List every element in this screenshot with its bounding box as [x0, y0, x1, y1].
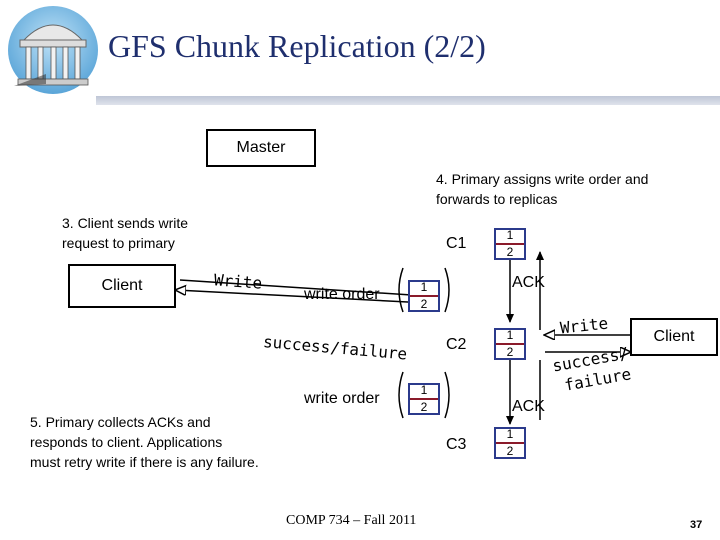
write-left-label: Write	[213, 270, 263, 293]
footer: COMP 734 – Fall 2011	[286, 513, 417, 528]
master-label: Master	[236, 139, 286, 156]
client-right-box: Client	[630, 318, 718, 356]
slide-title: GFS Chunk Replication (2/2)	[108, 28, 486, 64]
write-order-label-1: write order	[304, 286, 380, 303]
master-box: Master	[206, 129, 316, 167]
c3-label: C3	[446, 436, 467, 453]
c2-label: C2	[446, 336, 467, 353]
success-arrow-left	[176, 290, 428, 304]
write-arrow-left	[179, 279, 427, 296]
ack-label-1: ACK	[512, 274, 545, 291]
client-right-label: Client	[653, 328, 695, 345]
title-divider	[96, 96, 720, 105]
client-left-box: Client	[68, 264, 176, 308]
ack-label-2: ACK	[512, 398, 545, 415]
c1-label: C1	[446, 235, 467, 252]
write-order-label-2: write order	[304, 390, 380, 407]
columned-pavilion-icon	[8, 6, 98, 94]
client-left-label: Client	[101, 277, 143, 294]
page-number: 37	[690, 519, 703, 531]
